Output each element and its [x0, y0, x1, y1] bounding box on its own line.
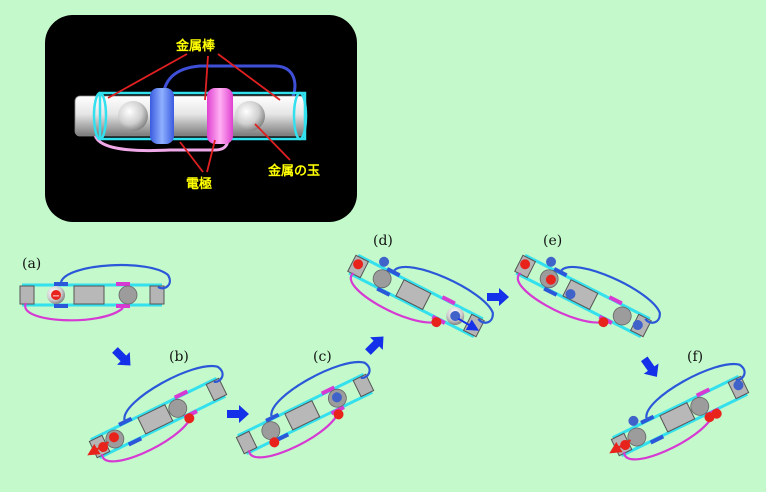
svg-text:−: − [52, 291, 60, 302]
arrow-a-to-b [112, 347, 131, 366]
arrow-c-to-d [365, 336, 384, 355]
panel-label-f: (f) [687, 349, 703, 365]
panel-label-a: (a) [22, 256, 41, 272]
panel-c-device [225, 351, 388, 470]
panel-f-device [600, 353, 763, 472]
electrode-pink [207, 88, 233, 144]
arrow-e-to-f [640, 356, 659, 377]
metal-ball-right [235, 101, 265, 131]
device-illustration: 金属棒 電極 金属の玉 [45, 15, 357, 222]
panel-label-d: (d) [373, 233, 393, 249]
label-electrode: 電極 [186, 176, 212, 192]
label-pointers [107, 53, 291, 173]
step-arrows [112, 288, 659, 423]
panel-label-c: (c) [313, 349, 332, 365]
metal-rod [74, 95, 306, 137]
panel-a-device: − [18, 263, 172, 322]
panel-label-e: (e) [543, 233, 562, 249]
arrow-b-to-c [227, 405, 249, 423]
panel-e-device [505, 235, 668, 356]
label-metal-ball: 金属の玉 [267, 163, 320, 179]
metal-ball-left [118, 101, 148, 131]
label-metal-rod: 金属棒 [175, 38, 216, 54]
panel-label-b: (b) [169, 349, 189, 365]
pink-wire [93, 124, 230, 153]
electrode-blue [150, 88, 174, 144]
panel-b-device [78, 355, 241, 474]
panel-d-device [338, 235, 501, 356]
arrow-d-to-e [487, 288, 509, 306]
